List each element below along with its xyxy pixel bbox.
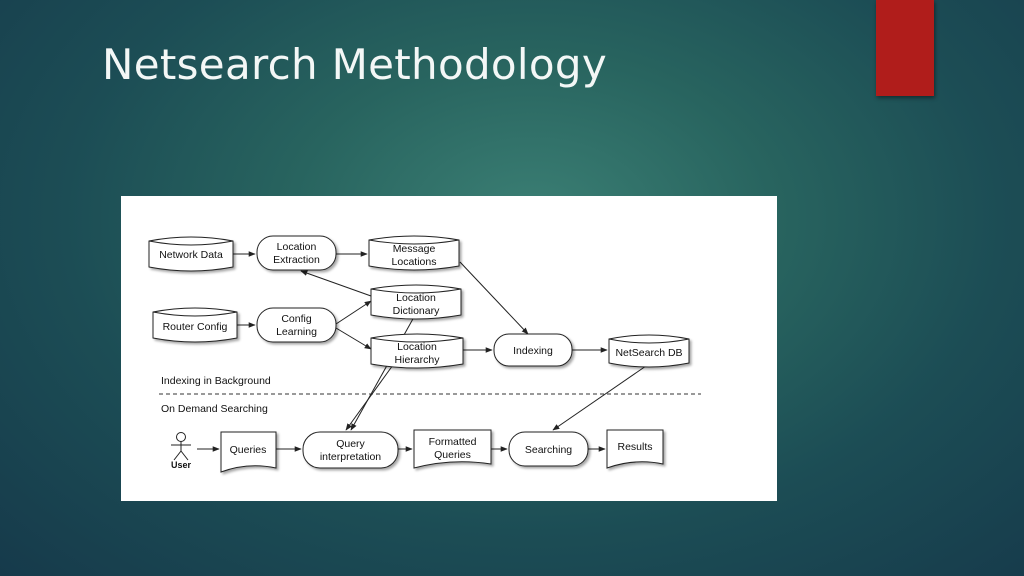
searching-node	[508, 431, 589, 467]
svg-text:Results: Results	[617, 441, 652, 453]
network-data-node	[148, 236, 234, 272]
section-label-on-demand: On Demand Searching	[161, 403, 268, 415]
location-hierarchy-label-2: Hierarchy	[395, 354, 441, 366]
edge-learning-hierarchy	[335, 327, 372, 350]
formatted-queries-label-1: Formatted	[429, 436, 477, 448]
query-interpretation-label-1: Query	[336, 438, 365, 450]
results-label: Results	[617, 441, 652, 453]
netsearch-db-label: NetSearch DB	[615, 347, 682, 359]
location-dictionary-node	[370, 284, 462, 320]
svg-text:Network Data: Network Data	[159, 249, 223, 261]
router-config-node	[152, 307, 238, 343]
user-label: User	[171, 460, 192, 470]
config-learning-node	[256, 307, 337, 343]
edge-messagelocations-indexing	[459, 261, 529, 335]
config-learning-label-2: Learning	[276, 326, 317, 338]
query-interpretation-node	[302, 431, 399, 469]
queries-node	[220, 431, 277, 473]
user-icon	[171, 432, 191, 461]
searching-label: Searching	[525, 444, 572, 456]
indexing-label: Indexing	[513, 345, 553, 357]
accent-block	[876, 0, 934, 96]
location-hierarchy-node	[370, 333, 464, 369]
indexing-node	[493, 333, 573, 367]
methodology-diagram: Indexing in Background On Demand Searchi…	[121, 196, 777, 501]
message-locations-label-1: Message	[393, 243, 436, 255]
location-dictionary-label-1: Location	[396, 292, 436, 304]
edge-hierarchy-queryinterp	[345, 364, 394, 431]
formatted-queries-label-2: Queries	[434, 449, 471, 461]
slide-title: Netsearch Methodology	[102, 40, 607, 89]
svg-text:User: User	[171, 460, 192, 470]
router-config-label: Router Config	[163, 321, 228, 333]
svg-text:Router Config: Router Config	[163, 321, 228, 333]
results-node	[606, 429, 664, 469]
config-learning-label-1: Config	[281, 313, 312, 325]
location-extraction-label-1: Location	[277, 241, 317, 253]
network-data-label: Network Data	[159, 249, 223, 261]
netsearch-db-node	[608, 334, 690, 368]
location-dictionary-label-2: Dictionary	[393, 305, 440, 317]
message-locations-label-2: Locations	[392, 256, 437, 268]
location-hierarchy-label-1: Location	[397, 341, 437, 353]
location-extraction-label-2: Extraction	[273, 254, 320, 266]
queries-label: Queries	[230, 444, 267, 456]
message-locations-node	[368, 235, 460, 271]
edges	[197, 251, 647, 452]
edge-netsearchdb-searching	[552, 365, 647, 431]
query-interpretation-label-2: interpretation	[320, 451, 381, 463]
edge-learning-dictionary	[335, 300, 372, 325]
svg-text:Indexing: Indexing	[513, 345, 553, 357]
svg-text:Queries: Queries	[230, 444, 267, 456]
location-extraction-node	[256, 235, 337, 271]
section-label-background: Indexing in Background	[161, 375, 271, 387]
svg-text:NetSearch DB: NetSearch DB	[615, 347, 682, 359]
edge-dictionary-extraction	[300, 270, 372, 297]
svg-text:Searching: Searching	[525, 444, 572, 456]
formatted-queries-node	[413, 429, 492, 469]
